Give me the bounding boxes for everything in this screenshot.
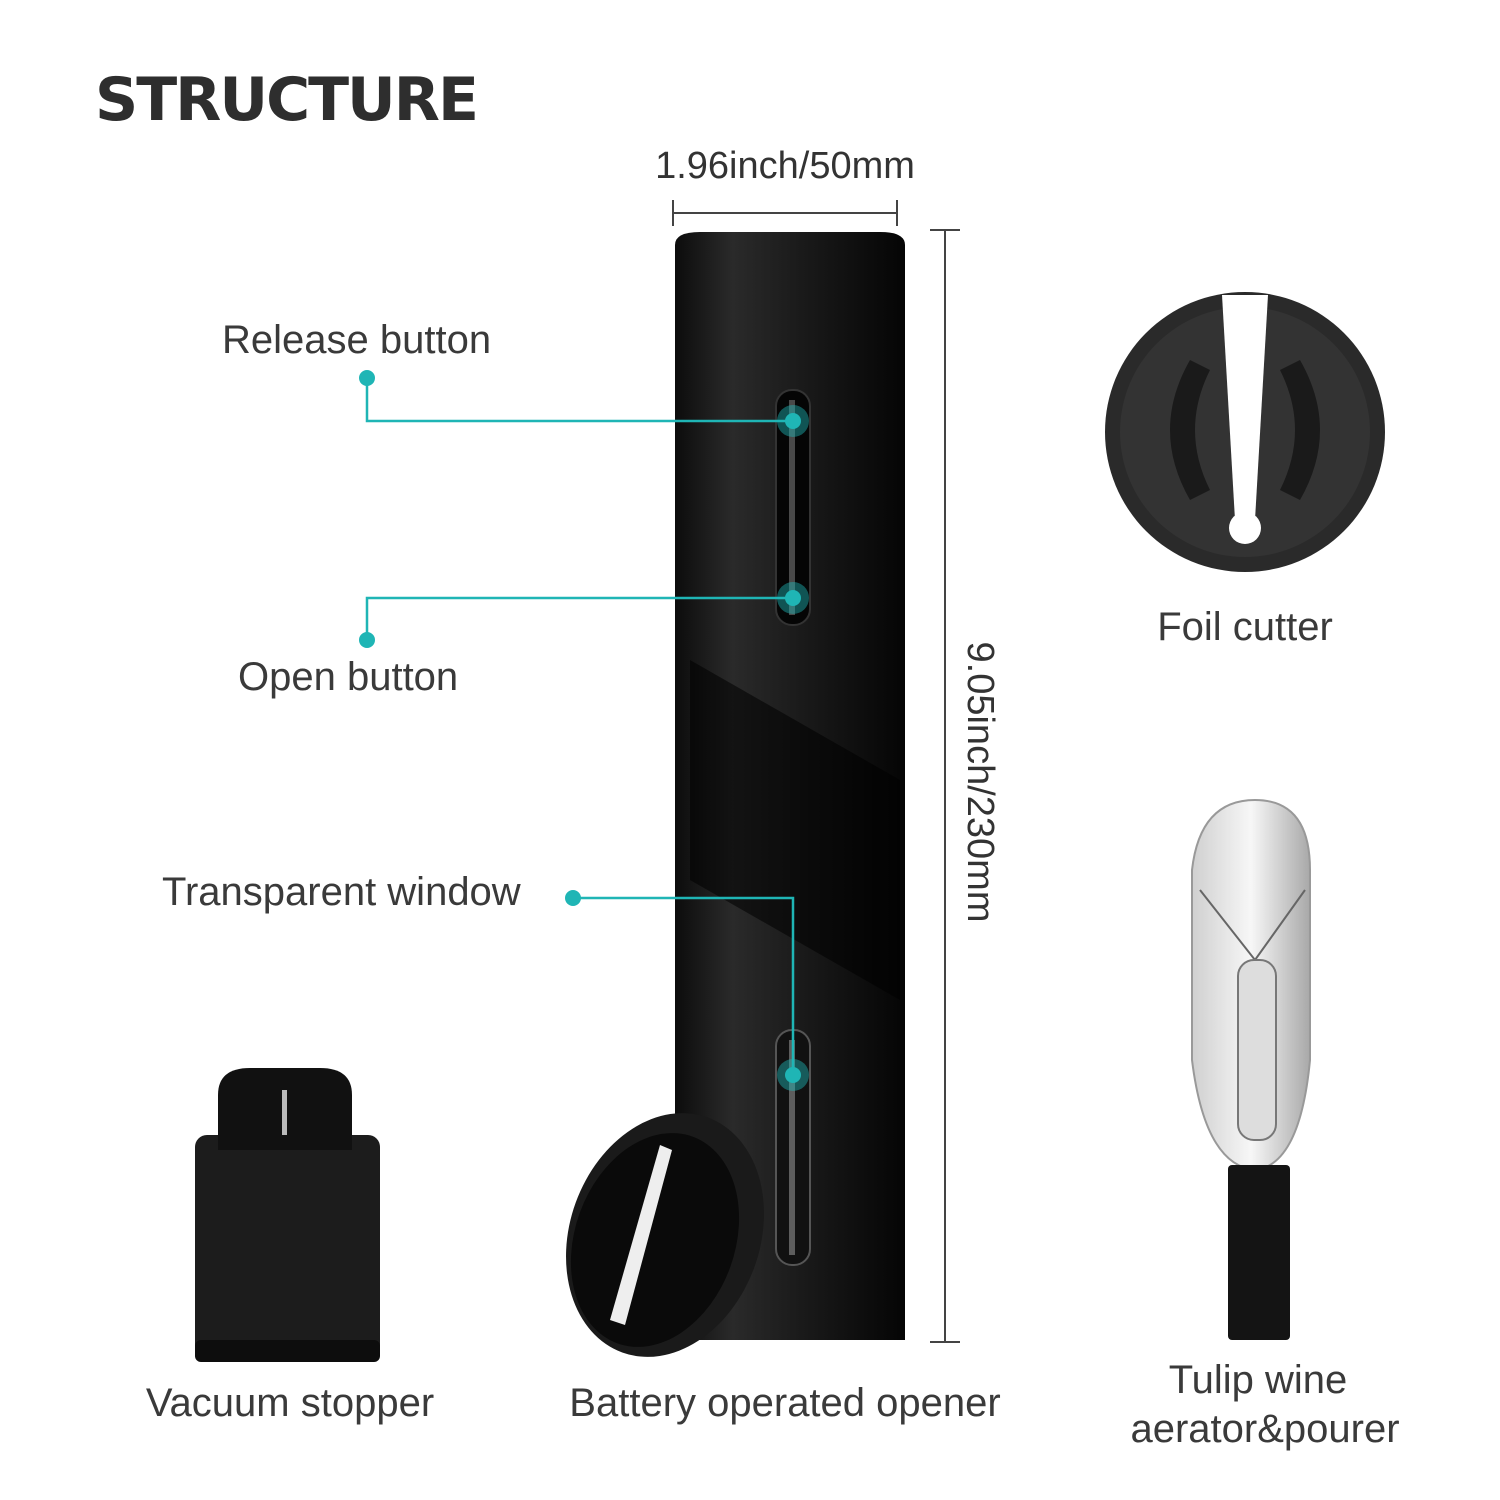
width-dimension-line: [672, 200, 898, 226]
aerator-label-line1: Tulip wine: [1169, 1358, 1348, 1402]
page-title: STRUCTURE: [95, 65, 477, 135]
battery-opener-image: [566, 232, 905, 1357]
release-button-label: Release button: [222, 318, 491, 362]
aerator-image: [1191, 798, 1311, 1340]
callout-lines: [365, 378, 795, 1075]
foil-cutter-label: Foil cutter: [1157, 605, 1333, 649]
opener-label: Battery operated opener: [569, 1381, 1000, 1425]
vacuum-stopper-image: [195, 1068, 380, 1362]
width-dimension-label: 1.96inch/50mm: [655, 145, 915, 187]
foil-cutter-image: [1105, 292, 1385, 572]
transparent-window-label: Transparent window: [162, 870, 521, 914]
aerator-label-line2: aerator&pourer: [1130, 1407, 1399, 1451]
open-button-label: Open button: [238, 655, 458, 699]
height-dimension-label: 9.05inch/230mm: [959, 642, 1001, 923]
callout-dots: [359, 370, 809, 1091]
vacuum-stopper-label: Vacuum stopper: [146, 1381, 434, 1425]
height-dimension-line: [930, 229, 960, 1343]
